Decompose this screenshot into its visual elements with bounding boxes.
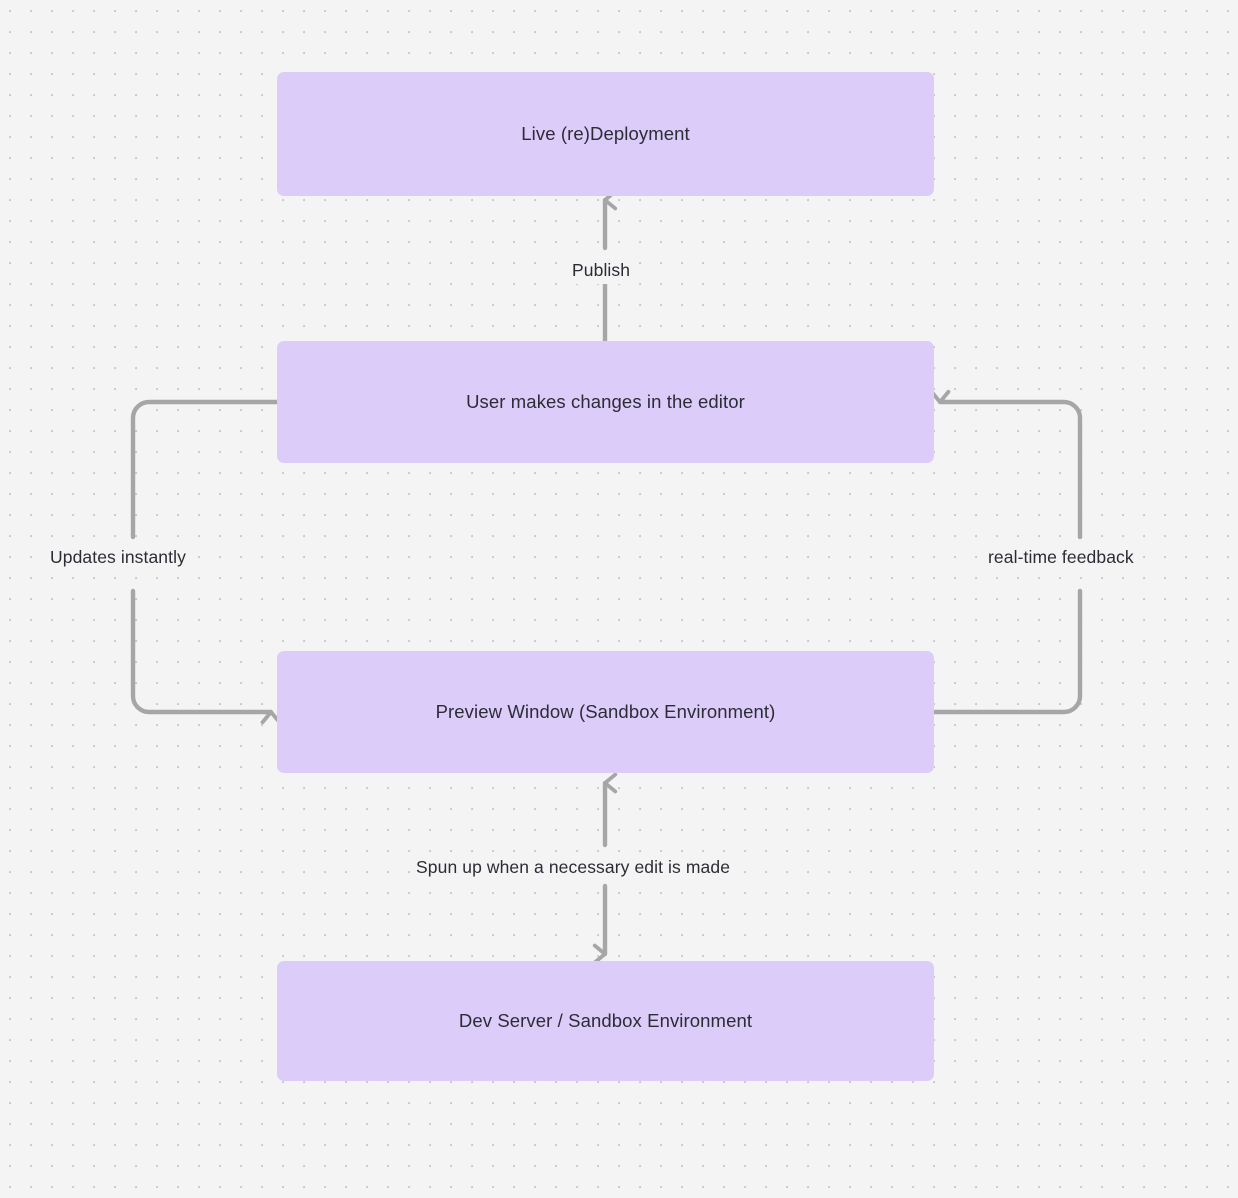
node-live-redeployment[interactable]: Live (re)Deployment — [277, 72, 934, 196]
node-label: Live (re)Deployment — [521, 122, 690, 144]
node-label: Preview Window (Sandbox Environment) — [435, 700, 776, 722]
node-preview-window[interactable]: Preview Window (Sandbox Environment) — [277, 651, 934, 773]
edge-label-publish: Publish — [566, 258, 637, 284]
edge-label-updates-instantly: Updates instantly — [44, 545, 192, 571]
node-label: Dev Server / Sandbox Environment — [458, 1009, 753, 1031]
node-label: User makes changes in the editor — [466, 390, 745, 412]
node-user-edits[interactable]: User makes changes in the editor — [277, 341, 934, 463]
edge-label-spun-up: Spun up when a necessary edit is made — [410, 855, 737, 881]
node-dev-server[interactable]: Dev Server / Sandbox Environment — [277, 961, 934, 1081]
edge-label-real-time-feedback: real-time feedback — [982, 545, 1140, 571]
